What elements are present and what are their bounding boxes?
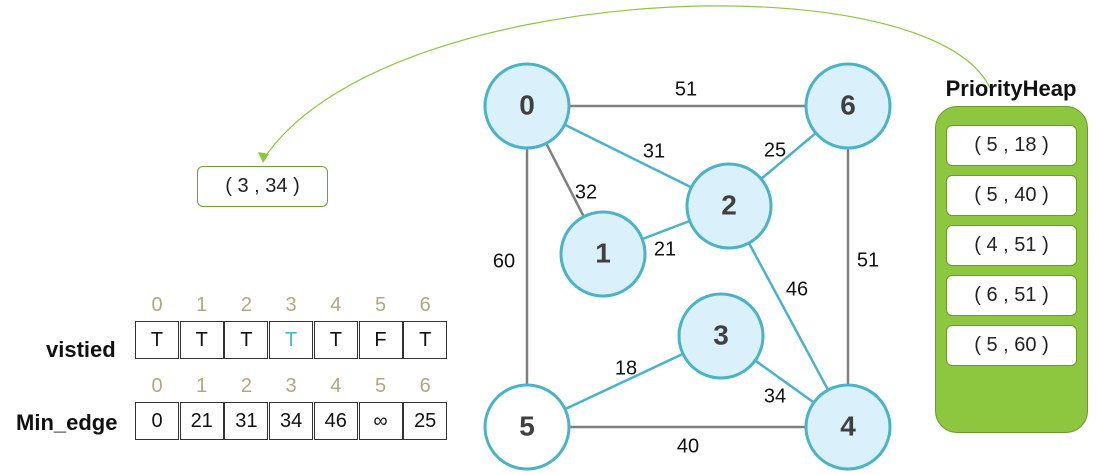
visited-index: 1 xyxy=(196,294,208,316)
min-edge-cell: 21 xyxy=(179,402,224,440)
edge-weight-5-4: 40 xyxy=(677,435,699,457)
edge-weight-0-6: 51 xyxy=(675,78,697,100)
priority-heap-title: PriorityHeap xyxy=(945,76,1077,101)
heap-item: ( 5 , 18 ) xyxy=(946,125,1077,166)
visited-index: 0 xyxy=(151,294,163,316)
visited-cell: T xyxy=(135,321,179,359)
edge-weight-0-5: 60 xyxy=(493,250,515,272)
edge-weight-2-4: 46 xyxy=(786,278,808,300)
min-edge-index: 3 xyxy=(285,375,297,397)
min-edge-index: 1 xyxy=(196,375,208,397)
edge-weight-6-4: 51 xyxy=(857,249,879,271)
visited-cell: T xyxy=(179,321,224,359)
popped-heap-item: ( 3 , 34 ) xyxy=(197,166,328,207)
visited-index: 6 xyxy=(419,294,431,316)
heap-item: ( 6 , 51 ) xyxy=(946,275,1077,316)
heap-item: ( 5 , 40 ) xyxy=(946,175,1077,216)
node-label-6: 6 xyxy=(840,89,856,120)
node-4 xyxy=(804,383,892,471)
node-5 xyxy=(483,383,571,471)
heap-item: ( 4 , 51 ) xyxy=(946,225,1077,266)
priority-heap: ( 5 , 18 ) ( 5 , 40 ) ( 4 , 51 ) ( 6 , 5… xyxy=(935,106,1088,433)
edge-weight-0-1: 32 xyxy=(575,181,597,203)
edge-weight-0-2: 31 xyxy=(643,140,665,162)
visited-cell: T xyxy=(403,321,448,359)
edge-weight-1-2: 21 xyxy=(654,238,676,260)
node-label-2: 2 xyxy=(721,189,737,220)
node-label-4: 4 xyxy=(840,410,856,441)
min-edge-label: Min_edge xyxy=(16,410,118,435)
pop-arrow xyxy=(262,5,991,161)
min-edge-cell: 0 xyxy=(135,402,179,440)
node-3 xyxy=(677,292,765,380)
edge-weight-3-4: 34 xyxy=(764,385,786,407)
node-label-3: 3 xyxy=(713,319,729,350)
visited-index: 5 xyxy=(374,294,387,316)
node-0 xyxy=(483,62,571,150)
visited-cell: T xyxy=(269,321,314,359)
edge-weight-2-6: 25 xyxy=(764,139,786,161)
node-label-5: 5 xyxy=(519,410,535,441)
visited-index: 4 xyxy=(330,294,342,316)
visited-cell: F xyxy=(358,321,403,359)
min-edge-index: 6 xyxy=(419,375,431,397)
min-edge-cell: 46 xyxy=(313,402,358,440)
node-6 xyxy=(804,62,892,150)
min-edge-index: 5 xyxy=(374,375,387,397)
node-2 xyxy=(685,162,773,250)
visited-cell: T xyxy=(224,321,269,359)
edge-weight-3-5: 18 xyxy=(615,357,637,379)
heap-item: ( 5 , 60 ) xyxy=(946,325,1077,366)
visited-index: 2 xyxy=(240,294,252,316)
min-edge-cell: 31 xyxy=(224,402,269,440)
min-edge-index: 0 xyxy=(151,375,163,397)
pop-arrow-head xyxy=(258,152,269,163)
node-label-0: 0 xyxy=(519,89,535,120)
min-edge-cell: 25 xyxy=(403,402,448,440)
visited-label: vistied xyxy=(46,337,116,362)
visited-index: 3 xyxy=(285,294,297,316)
min-edge-index: 4 xyxy=(330,375,342,397)
min-edge-cell: ∞ xyxy=(358,402,403,440)
visited-cell: T xyxy=(313,321,358,359)
node-1 xyxy=(559,210,647,298)
node-label-1: 1 xyxy=(595,237,611,268)
min-edge-index: 2 xyxy=(240,375,252,397)
min-edge-cell: 34 xyxy=(269,402,314,440)
